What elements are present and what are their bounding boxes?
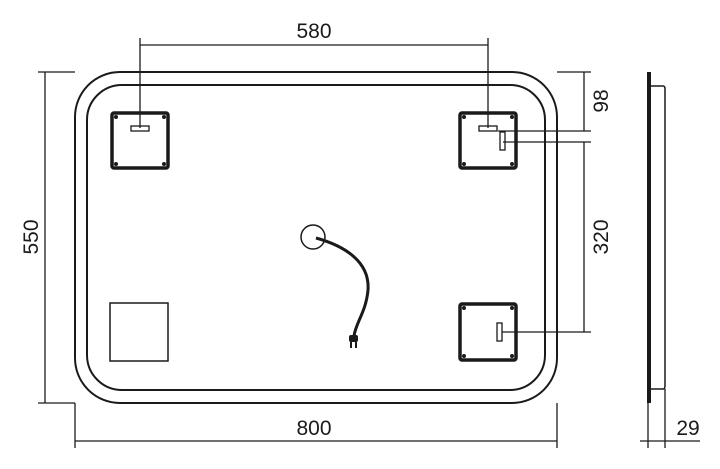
dimension-98: 98: [498, 71, 613, 132]
dim-label-98: 98: [590, 89, 613, 112]
dim-label-800: 800: [296, 417, 331, 440]
dimension-800: 800: [74, 403, 558, 448]
dim-label-580: 580: [296, 20, 331, 43]
mirror-led-inner-edge: [86, 84, 546, 391]
dim-label-550: 550: [20, 219, 43, 254]
dim-label-320: 320: [590, 219, 613, 254]
mirror-outer-edge: [74, 71, 558, 404]
dim-label-29: 29: [676, 417, 699, 440]
dimension-580: 580: [139, 20, 489, 128]
dimension-29: 29: [640, 389, 700, 448]
switch-module: [109, 302, 169, 362]
power-cable-icon: [300, 224, 370, 348]
side-view: [647, 72, 666, 403]
dimension-320: 320: [502, 141, 613, 333]
dimension-550: 550: [20, 71, 75, 404]
